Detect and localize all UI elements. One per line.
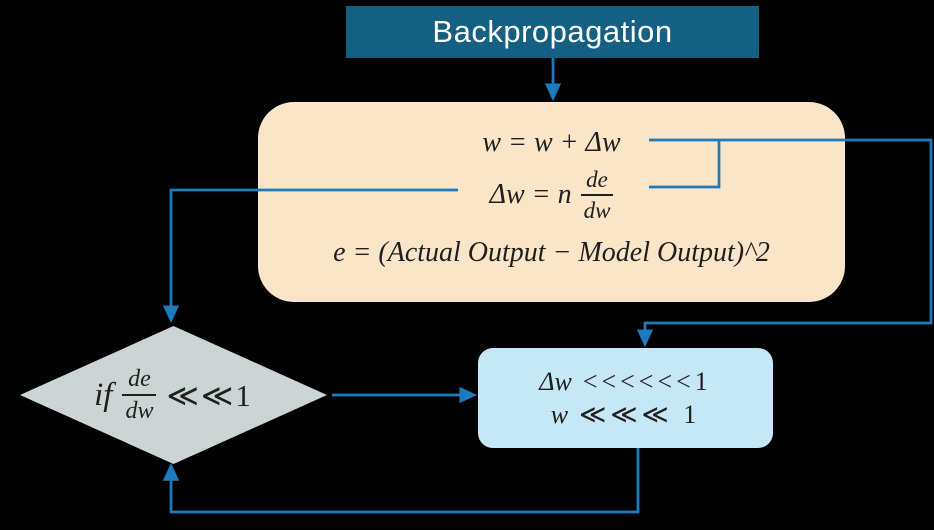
- result-line-delta-w: Δw <<<<<<1: [539, 366, 712, 396]
- decision-diamond: if de dw ≪≪1: [20, 326, 327, 464]
- decision-condition: ≪≪1: [166, 377, 253, 413]
- result-line1-variable: Δw: [539, 366, 572, 396]
- result-line-w: w ≪≪≪ 1: [550, 399, 701, 429]
- equation-weight-update: w = w + Δw: [258, 126, 845, 160]
- result-line1-relation: <<<<<<1: [582, 366, 712, 396]
- equation-delta-w: Δw = n de dw: [258, 162, 845, 228]
- equation-error: e = (Actual Output − Model Output)^2: [258, 234, 845, 272]
- result-line2-variable: w: [550, 399, 569, 429]
- connector-result-to-decision-feedback: [162, 448, 640, 514]
- equation-error-text: e = (Actual Output − Model Output)^2: [333, 237, 770, 268]
- derivative-fraction: de dw: [580, 167, 614, 223]
- decision-fraction-bar: [122, 394, 157, 396]
- equation-delta-w-lhs: Δw = n: [489, 179, 572, 210]
- decision-fraction-denominator: dw: [125, 398, 154, 424]
- title-box: Backpropagation: [346, 6, 759, 58]
- decision-derivative-fraction: de dw: [122, 366, 157, 424]
- fraction-bar: [580, 194, 614, 196]
- decision-fraction-numerator: de: [128, 366, 151, 392]
- result-box: Δw <<<<<<1 w ≪≪≪ 1: [478, 348, 773, 448]
- equation-weight-update-text: w = w + Δw: [482, 127, 621, 158]
- result-line2-relation: ≪≪≪ 1: [579, 399, 701, 429]
- formula-box: w = w + Δw Δw = n de dw e = (Actual Outp…: [258, 102, 845, 302]
- fraction-numerator: de: [586, 167, 608, 192]
- diagram-title: Backpropagation: [432, 14, 673, 49]
- decision-prefix: if: [94, 376, 113, 413]
- fraction-denominator: dw: [583, 198, 611, 223]
